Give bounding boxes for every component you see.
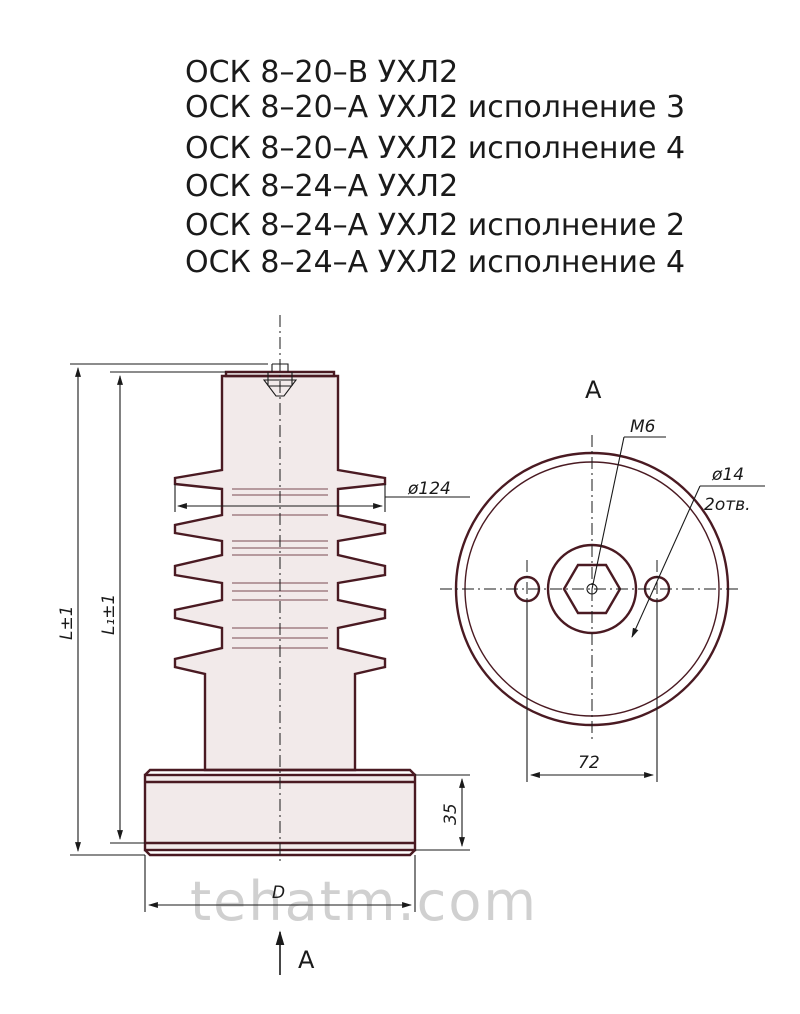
dim-base-diameter: D (272, 883, 285, 903)
hex-nut (562, 563, 622, 615)
title-block: ОСК 8–20–В УХЛ2 ОСК 8–20–А УХЛ2 исполнен… (185, 55, 685, 280)
view-arrow-label: А (298, 946, 315, 974)
dim-inner-height: L₁±1 (99, 594, 119, 635)
end-view: А M6 ø14 2отв. 72 (440, 376, 765, 782)
title-line-3: ОСК 8–20–А УХЛ2 исполнение 4 (185, 131, 685, 166)
dim-shed-diameter: ø124 (407, 479, 451, 499)
dim-hole-count: 2отв. (704, 495, 751, 515)
watermark: tehatm.com (190, 870, 538, 933)
title-line-1: ОСК 8–20–В УХЛ2 (185, 55, 458, 90)
dim-hole-diameter: ø14 (711, 465, 744, 485)
title-line-6: ОСК 8–24–А УХЛ2 исполнение 4 (185, 245, 685, 280)
title-line-2: ОСК 8–20–А УХЛ2 исполнение 3 (185, 90, 685, 125)
title-line-5: ОСК 8–24–А УХЛ2 исполнение 2 (185, 208, 685, 243)
top-fitting (224, 370, 336, 378)
title-line-4: ОСК 8–24–А УХЛ2 (185, 169, 458, 204)
dim-base-height: 35 (441, 803, 461, 825)
dim-overall-height: L±1 (57, 605, 77, 640)
dim-hole-spacing: 72 (578, 753, 600, 773)
dim-thread: M6 (630, 417, 656, 437)
view-label: А (585, 376, 602, 404)
side-view: L±1 L₁±1 ø124 35 D А (57, 315, 470, 975)
